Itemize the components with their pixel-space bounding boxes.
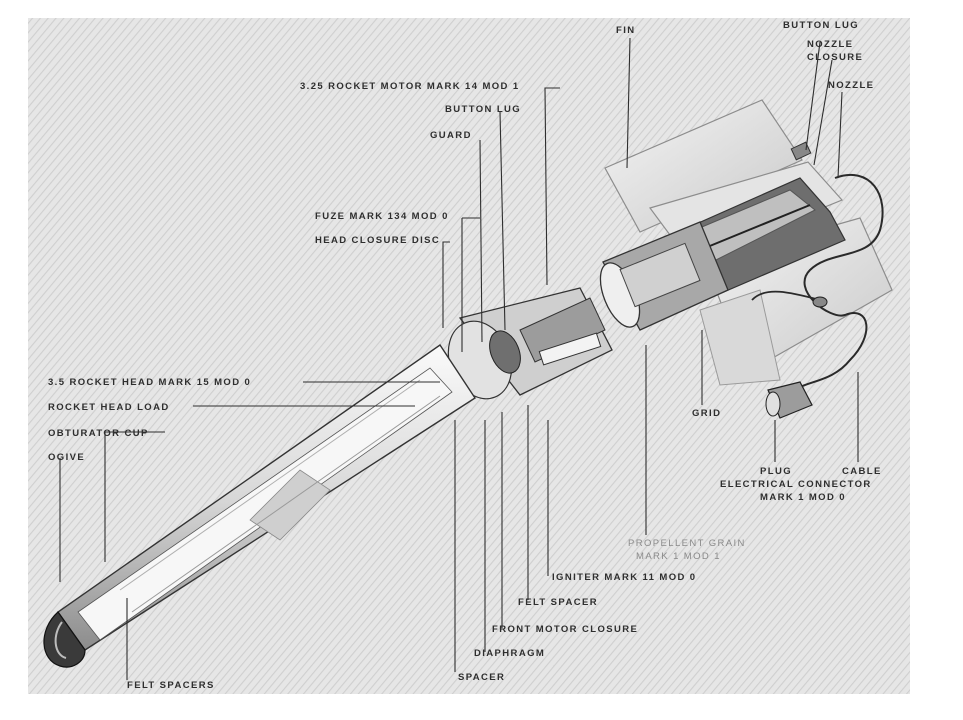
label-fuze: FUZE MARK 134 MOD 0 — [315, 211, 449, 222]
label-electrical-connector-1: ELECTRICAL CONNECTOR — [720, 479, 872, 490]
label-ogive: OGIVE — [48, 452, 85, 463]
cable-and-plug — [751, 173, 884, 419]
label-diaphragm: DIAPHRAGM — [474, 648, 545, 659]
label-button-lug-top: BUTTON LUG — [783, 20, 859, 31]
callout-labels: FIN BUTTON LUG NOZZLE CLOSURE NOZZLE 3.2… — [48, 20, 882, 691]
fin-side — [699, 289, 781, 386]
label-spacer: SPACER — [458, 672, 505, 683]
motor-front-section — [447, 287, 613, 400]
label-rocket-head: 3.5 ROCKET HEAD MARK 15 MOD 0 — [48, 377, 251, 388]
label-propellent-grain-1: PROPELLENT GRAIN — [628, 538, 746, 549]
label-head-closure-disc: HEAD CLOSURE DISC — [315, 235, 440, 246]
label-cable: CABLE — [842, 466, 882, 477]
label-plug: PLUG — [760, 466, 792, 477]
label-rocket-motor: 3.25 ROCKET MOTOR MARK 14 MOD 1 — [300, 81, 520, 92]
label-igniter: IGNITER MARK 11 MOD 0 — [552, 572, 696, 583]
label-obturator-cup: OBTURATOR CUP — [48, 428, 149, 439]
label-nozzle-closure-2: CLOSURE — [807, 52, 863, 63]
leader-lines — [59, 37, 859, 680]
label-propellent-grain-2: MARK 1 MOD 1 — [636, 551, 721, 562]
motor-rear-section — [599, 221, 729, 331]
fin-top — [604, 99, 803, 233]
label-electrical-connector-2: MARK 1 MOD 0 — [760, 492, 846, 503]
label-fin: FIN — [616, 25, 636, 36]
label-felt-spacer: FELT SPACER — [518, 597, 598, 608]
label-grid: GRID — [692, 408, 721, 419]
label-guard: GUARD — [430, 130, 472, 141]
label-front-motor-closure: FRONT MOTOR CLOSURE — [492, 624, 638, 635]
ogive-nose — [43, 611, 86, 668]
label-felt-spacers: FELT SPACERS — [127, 680, 215, 691]
label-nozzle: NOZZLE — [828, 80, 874, 91]
label-button-lug: BUTTON LUG — [445, 104, 521, 115]
label-nozzle-closure-1: NOZZLE — [807, 39, 853, 50]
label-rocket-head-load: ROCKET HEAD LOAD — [48, 402, 170, 413]
